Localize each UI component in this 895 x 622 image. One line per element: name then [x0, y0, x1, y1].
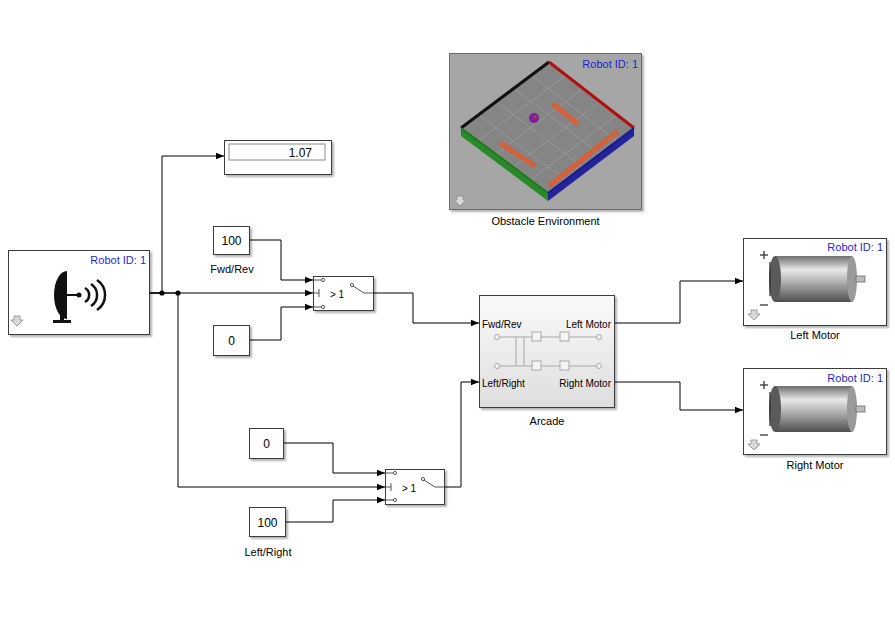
- robot-id-label: Robot ID: 1: [827, 241, 883, 254]
- platform-edge: [461, 128, 548, 193]
- platform-grid: [478, 75, 617, 180]
- switch-block: > 1: [313, 276, 374, 311]
- display-value: 1.07: [289, 147, 312, 161]
- robot-marker: [529, 113, 539, 123]
- switch-icon: [386, 471, 444, 501]
- constant-block: 0: [213, 325, 250, 356]
- port-label: Left Motor: [566, 319, 611, 331]
- switch-icon: [314, 278, 373, 308]
- signal-line: [284, 443, 385, 473]
- robot-id-label: Robot ID: 1: [827, 372, 883, 385]
- switch-threshold: > 1: [402, 483, 416, 495]
- signal-line: [250, 240, 313, 280]
- constant-block: 100Left/Right: [249, 507, 286, 537]
- port-label: Right Motor: [559, 378, 611, 390]
- block-name: Obstacle Environment: [491, 215, 599, 228]
- switch-threshold: > 1: [330, 289, 344, 301]
- signal-line: [374, 293, 479, 323]
- sensor-block: Robot ID: 1: [8, 250, 150, 335]
- motor-icon: [748, 251, 865, 320]
- display-field: [229, 144, 325, 160]
- switch-block: > 1: [385, 469, 445, 505]
- signal-line: [445, 382, 479, 487]
- motor-block: Robot ID: 1Left Motor: [743, 238, 887, 326]
- subsystem-fill: [479, 295, 615, 408]
- platform-edge: [461, 62, 549, 128]
- environment-illustration: [449, 53, 642, 210]
- motor-block: Robot ID: 1Right Motor: [743, 368, 887, 455]
- constant-block: 100Fwd/Rev: [213, 226, 250, 255]
- port-label: Fwd/Rev: [482, 319, 521, 331]
- platform-top: [461, 62, 634, 193]
- block-name: Left Motor: [790, 329, 840, 342]
- signal-line: [286, 500, 385, 522]
- motor-icon: [748, 381, 865, 450]
- constant-value: 0: [228, 335, 235, 349]
- platform-edge: [549, 62, 634, 128]
- constant-value: 0: [263, 438, 270, 452]
- platform-edge: [548, 128, 634, 193]
- signal-line: [250, 307, 313, 340]
- port-label: Left/Right: [482, 378, 525, 390]
- sensor-icon: [11, 271, 105, 326]
- subsystem-schematic: [495, 332, 602, 370]
- constant-value: 100: [257, 517, 277, 531]
- signal-line: [150, 293, 385, 487]
- constant-value: 100: [221, 235, 241, 249]
- block-name: Right Motor: [787, 459, 844, 472]
- mask-arrow-icon: [454, 196, 466, 206]
- subsystem-block: Fwd/RevLeft MotorLeft/RightRight MotorAr…: [479, 295, 615, 408]
- robot-id-label: Robot ID: 1: [582, 58, 638, 71]
- signal-line: [615, 281, 743, 323]
- signal-line: [615, 382, 743, 410]
- block-name: Left/Right: [244, 546, 291, 559]
- obstacle-wall: [500, 104, 618, 186]
- constant-block: 0: [249, 428, 284, 459]
- robot-id-label: Robot ID: 1: [90, 254, 146, 267]
- robot-marker: [533, 115, 537, 119]
- block-name: Arcade: [530, 415, 565, 428]
- environment-ground: [449, 53, 642, 210]
- display-block: 1.07: [224, 140, 332, 175]
- environment-block: Robot ID: 1Obstacle Environment: [449, 53, 642, 210]
- block-name: Fwd/Rev: [210, 263, 253, 276]
